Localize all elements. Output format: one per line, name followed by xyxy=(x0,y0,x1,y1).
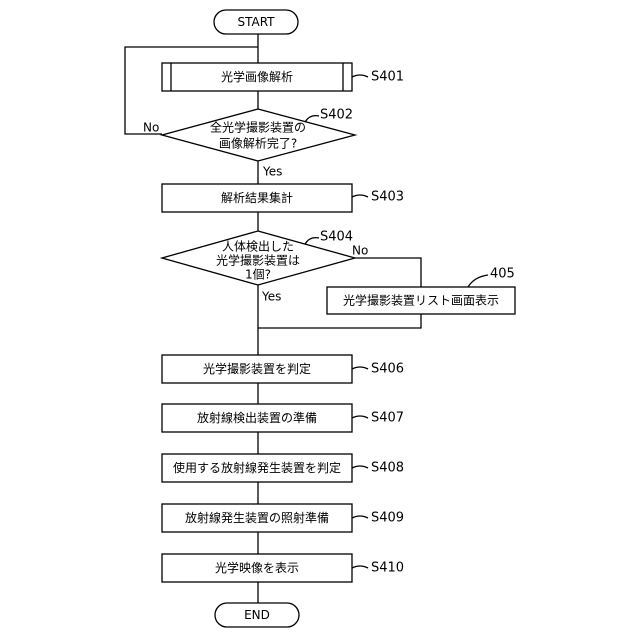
step-s409-text: 放射線発生装置の照射準備 xyxy=(185,510,329,525)
step-s408: 使用する放射線発生装置を判定 S408 xyxy=(162,454,404,482)
decision-s402: 全光学撮影装置の 画像解析完了? S402 No Yes xyxy=(143,108,355,179)
step-s403-label: S403 xyxy=(371,190,404,205)
decision-s404-line3: 1個? xyxy=(245,268,271,282)
decision-s404-line2: 光学撮影装置は xyxy=(216,253,300,268)
decision-s404-label: S404 xyxy=(320,230,353,245)
decision-s404-line1: 人体検出した xyxy=(222,240,294,254)
connector-s405-merge xyxy=(258,314,421,328)
decision-s402-line2: 画像解析完了? xyxy=(219,136,297,151)
step-s409-label: S409 xyxy=(371,511,404,526)
step-s403-text: 解析結果集計 xyxy=(221,190,293,205)
step-s401: 光学画像解析 S401 xyxy=(162,63,404,91)
start-label: START xyxy=(237,15,275,29)
step-s401-text: 光学画像解析 xyxy=(221,69,293,84)
step-405-text: 光学撮影装置リスト画面表示 xyxy=(343,293,499,308)
step-s410-label: S410 xyxy=(371,561,404,576)
step-s407-text: 放射線検出装置の準備 xyxy=(197,410,317,425)
step-s408-label: S408 xyxy=(371,461,404,476)
decision-s402-no: No xyxy=(143,121,159,135)
decision-s404-no: No xyxy=(352,244,368,258)
step-s406: 光学撮影装置を判定 S406 xyxy=(162,355,404,383)
decision-s402-leader xyxy=(305,116,319,122)
step-s406-leader xyxy=(352,367,368,369)
step-s406-text: 光学撮影装置を判定 xyxy=(203,361,311,376)
step-s407-leader xyxy=(352,416,368,418)
step-s408-text: 使用する放射線発生装置を判定 xyxy=(173,460,341,475)
step-s407-label: S407 xyxy=(371,411,404,426)
step-s409: 放射線発生装置の照射準備 S409 xyxy=(162,504,404,532)
step-s410-leader xyxy=(352,566,368,568)
step-s401-leader xyxy=(352,75,368,77)
end-terminal: END xyxy=(215,603,299,627)
step-s407: 放射線検出装置の準備 S407 xyxy=(162,404,404,432)
decision-s402-line1: 全光学撮影装置の xyxy=(210,120,306,135)
step-s403: 解析結果集計 S403 xyxy=(162,184,404,212)
step-s409-leader xyxy=(352,516,368,518)
step-s410-text: 光学映像を表示 xyxy=(215,560,299,575)
start-terminal: START xyxy=(214,10,298,34)
step-405-label: 405 xyxy=(490,267,515,282)
step-s406-label: S406 xyxy=(371,362,404,377)
end-label: END xyxy=(244,608,270,622)
step-s401-label: S401 xyxy=(371,70,404,85)
decision-s402-yes: Yes xyxy=(262,165,282,179)
step-405-leader xyxy=(468,275,488,287)
decision-s404-yes: Yes xyxy=(261,290,281,304)
step-s408-leader xyxy=(352,466,368,468)
step-s410: 光学映像を表示 S410 xyxy=(162,554,404,582)
step-s403-leader xyxy=(352,195,368,197)
connector-s404-no-s405 xyxy=(355,258,421,287)
decision-s402-label: S402 xyxy=(320,108,353,123)
decision-s404-leader xyxy=(305,238,319,244)
